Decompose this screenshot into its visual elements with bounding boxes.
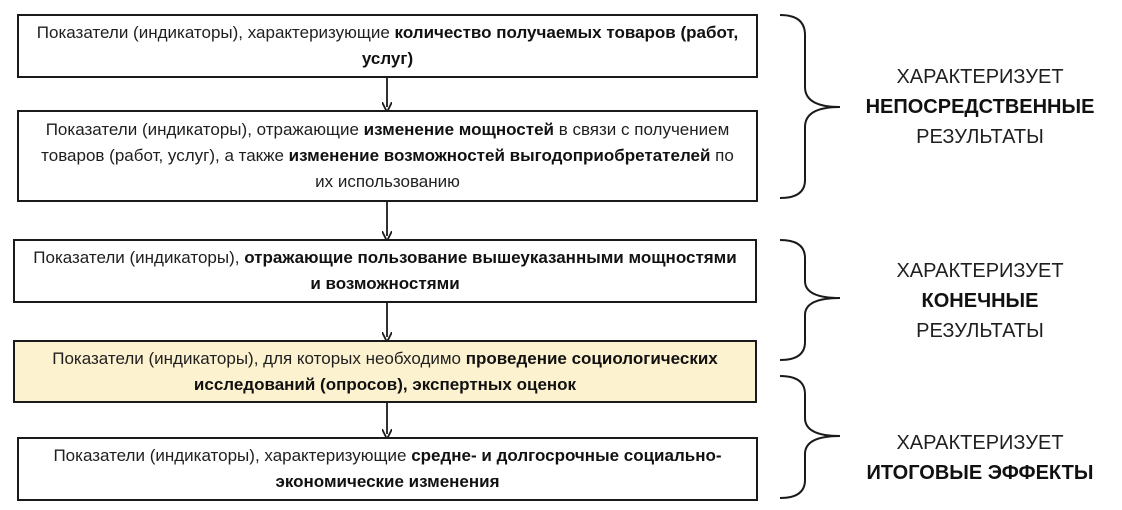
indicator-box-usage: Показатели (индикаторы), отражающие поль… — [13, 239, 757, 303]
box-text-bold: средне- и долгосрочные социально-экономи… — [275, 446, 722, 491]
caption-line-bold: НЕПОСРЕДСТВЕННЫЕ — [865, 96, 1095, 118]
box-text-normal: Показатели (индикаторы), отражающие — [45, 120, 364, 139]
brace-3 — [779, 375, 841, 499]
caption-direct-results: ХАРАКТЕРИЗУЕТ НЕПОСРЕДСТВЕННЫЕ РЕЗУЛЬТАТ… — [858, 62, 1102, 152]
caption-final-results: ХАРАКТЕРИЗУЕТ КОНЕЧНЫЕ РЕЗУЛЬТАТЫ — [858, 256, 1102, 346]
indicator-box-capacity-text: Показатели (индикаторы), отражающие изме… — [31, 117, 744, 195]
caption-line: РЕЗУЛЬТАТЫ — [916, 320, 1044, 342]
caption-line: ХАРАКТЕРИЗУЕТ — [896, 260, 1064, 282]
box-text-bold: изменение возможностей выгодоприобретате… — [288, 146, 711, 165]
caption-line: ХАРАКТЕРИЗУЕТ — [896, 432, 1064, 454]
box-text-normal: Показатели (индикаторы), — [33, 248, 245, 267]
box-text-bold: изменение мощностей — [363, 120, 554, 139]
indicator-box-quantity: Показатели (индикаторы), характеризующие… — [17, 14, 758, 78]
box-text-normal: Показатели (индикаторы), характеризующие — [36, 23, 395, 42]
indicator-box-surveys-text: Показатели (индикаторы), для которых нео… — [27, 346, 743, 398]
box-text-bold: количество получаемых товаров (работ, ус… — [361, 23, 739, 68]
indicator-box-quantity-text: Показатели (индикаторы), характеризующие… — [31, 20, 744, 72]
box-text-normal: в связи с получением товаров (работ, усл… — [41, 120, 730, 165]
indicator-box-long-term-text: Показатели (индикаторы), характеризующие… — [31, 443, 744, 495]
brace-1 — [779, 14, 841, 199]
indicator-box-long-term: Показатели (индикаторы), характеризующие… — [17, 437, 758, 501]
caption-line: РЕЗУЛЬТАТЫ — [916, 126, 1044, 148]
caption-line-bold: КОНЕЧНЫЕ — [921, 290, 1039, 312]
caption-line-bold: ИТОГОВЫЕ ЭФФЕКТЫ — [866, 462, 1094, 484]
box-text-normal: по их использованию — [315, 146, 734, 191]
caption-line: ХАРАКТЕРИЗУЕТ — [896, 66, 1064, 88]
box-text-bold: проведение социологических исследований … — [193, 348, 718, 394]
box-text-bold: отражающие пользование вышеуказанными мо… — [244, 248, 737, 293]
brace-2 — [779, 239, 841, 361]
box-text-normal: Показатели (индикаторы), характеризующие — [53, 446, 412, 465]
box-text-normal: Показатели (индикаторы), для которых нео… — [52, 348, 466, 368]
indicator-box-usage-text: Показатели (индикаторы), отражающие поль… — [27, 245, 743, 297]
caption-total-effects: ХАРАКТЕРИЗУЕТ ИТОГОВЫЕ ЭФФЕКТЫ — [858, 428, 1102, 488]
